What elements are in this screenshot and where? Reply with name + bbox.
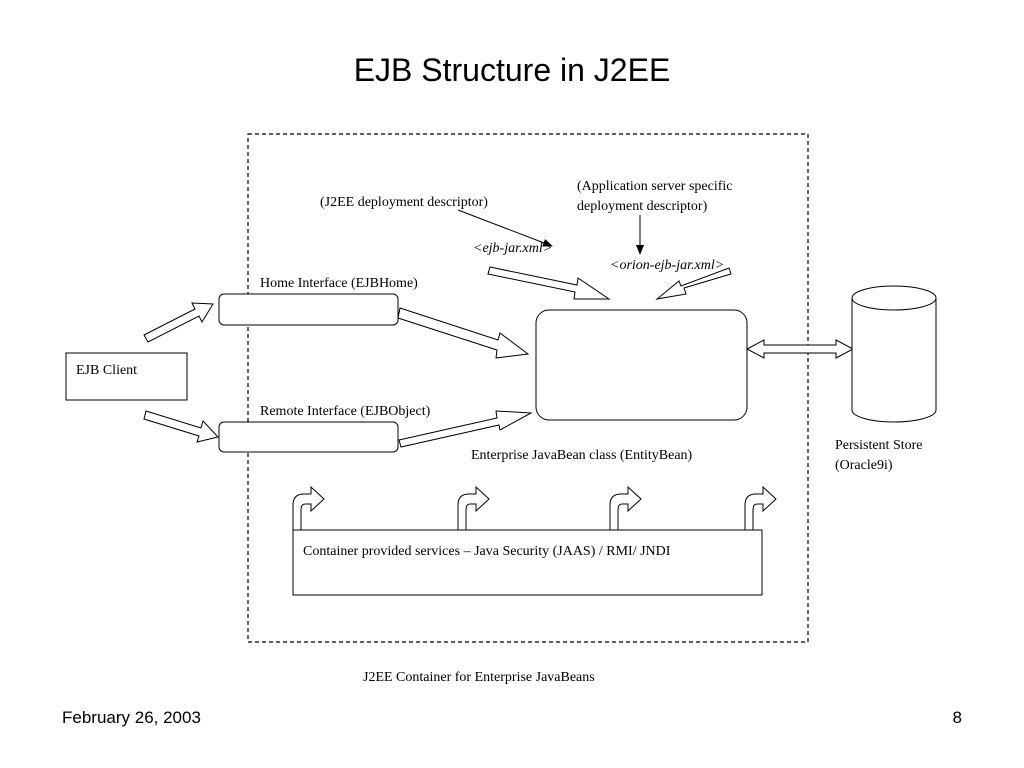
service-arrow-1 (292, 485, 325, 531)
home-interface-box (218, 293, 399, 326)
client-to-remote-arrow (143, 410, 219, 443)
persistent-store-label-line1: Persistent Store (835, 438, 923, 453)
container-services-label: Container provided services – Java Secur… (303, 544, 671, 559)
bean-class-label: Enterprise JavaBean class (EntityBean) (471, 448, 693, 463)
enterprise-bean-box (535, 309, 748, 421)
orion-file-label: <orion-ejb-jar.xml> (610, 258, 724, 273)
j2ee-container-label: J2EE Container for Enterprise JavaBeans (363, 670, 595, 685)
ejb-jar-to-bean-arrow (487, 266, 611, 300)
ejb-client-label: EJB Client (76, 363, 137, 378)
service-arrow-4 (744, 485, 777, 531)
client-to-home-arrow (143, 302, 214, 343)
container-services-box (292, 529, 763, 596)
app-server-descriptor-line2: deployment descriptor) (577, 199, 708, 214)
persistent-store-cylinder (851, 285, 937, 423)
persistent-store-label-line2: (Oracle9i) (835, 458, 893, 473)
remote-interface-label: Remote Interface (EJBObject) (260, 404, 431, 419)
orion-to-bean-arrow (655, 267, 732, 300)
j2ee-descriptor-label: (J2EE deployment descriptor) (320, 195, 488, 210)
slide-title: EJB Structure in J2EE (353, 52, 671, 88)
home-to-bean-arrow (397, 307, 530, 359)
footer-date: February 26, 2003 (62, 708, 201, 727)
home-interface-label: Home Interface (EJBHome) (260, 276, 418, 291)
remote-interface-box (218, 421, 399, 453)
app-server-descriptor-line1: (Application server specific (577, 179, 733, 194)
service-arrow-2 (457, 485, 490, 531)
j2ee-container-boundary (247, 133, 809, 643)
j2ee-descriptor-pointer (457, 209, 553, 247)
ejb-client-box (65, 352, 188, 401)
service-arrow-3 (609, 485, 642, 531)
ejb-jar-file-label: <ejb-jar.xml> (473, 241, 552, 256)
bean-store-bidirectional-arrow (745, 339, 855, 359)
remote-to-bean-arrow (398, 410, 533, 448)
footer-page-number: 8 (952, 708, 962, 727)
